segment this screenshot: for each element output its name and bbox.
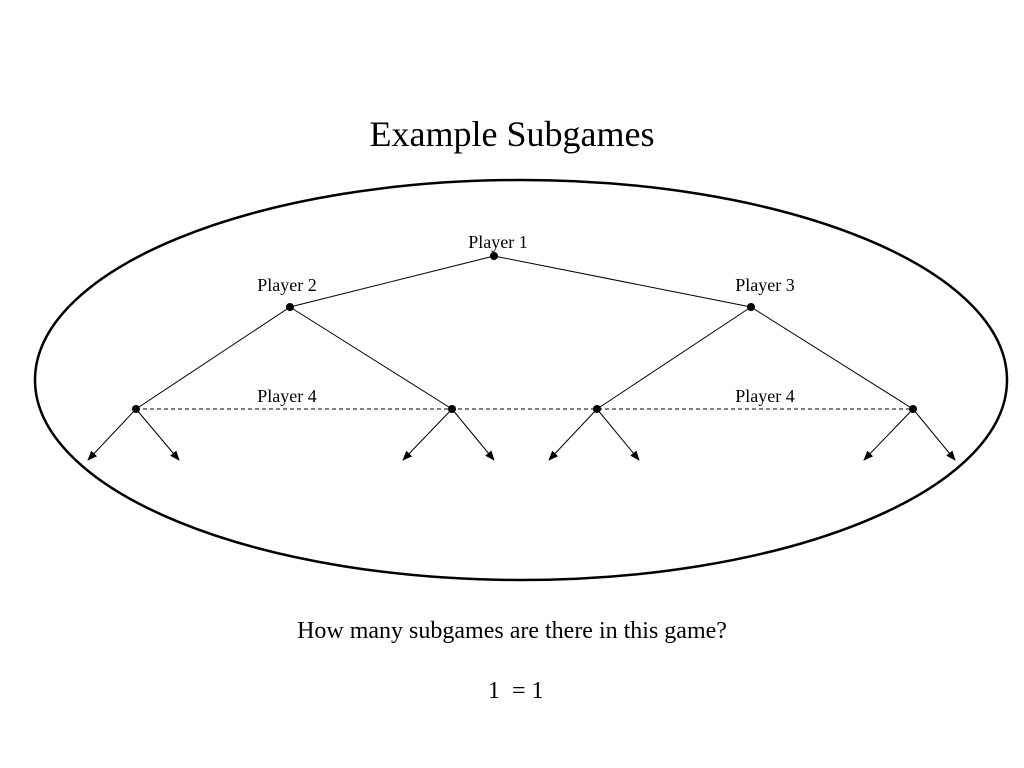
edge-p2-a [135, 306, 291, 410]
answer-spacer [500, 678, 512, 704]
arrow-a-left [87, 408, 137, 461]
node-player-4-b [448, 405, 456, 413]
label-player-3: Player 3 [735, 275, 794, 295]
question-text: How many subgames are there in this game… [297, 618, 727, 644]
node-player-3 [747, 303, 755, 311]
slide-title: Example Subgames [369, 114, 655, 154]
edge-p3-d [750, 306, 914, 410]
node-player-1 [490, 252, 498, 260]
node-player-4-a [132, 405, 140, 413]
label-player-2: Player 2 [257, 275, 316, 295]
arrow-c-right [596, 408, 640, 461]
node-player-2 [286, 303, 294, 311]
node-player-4-c [593, 405, 601, 413]
subgame-ellipse [33, 178, 1009, 582]
label-player-4-left: Player 4 [257, 386, 316, 406]
label-player-1: Player 1 [468, 232, 527, 252]
label-player-4-right: Player 4 [735, 386, 794, 406]
answer-line: 1 = 1 [488, 675, 544, 707]
terminal-arrows [87, 408, 956, 461]
edge-p1-p3 [493, 255, 752, 308]
arrow-b-left [402, 408, 453, 461]
arrow-d-right [912, 408, 956, 461]
node-player-4-d [909, 405, 917, 413]
arrow-c-left [548, 408, 598, 461]
answer-left-value: 1 [488, 678, 500, 704]
arrow-b-right [451, 408, 495, 461]
edge-p1-p2 [289, 255, 495, 308]
arrow-a-right [135, 408, 180, 461]
tree-edges [135, 255, 914, 410]
edge-p3-c [596, 306, 752, 410]
answer-right-value: = 1 [512, 678, 544, 704]
arrow-d-left [863, 408, 914, 461]
edge-p2-b [289, 306, 453, 410]
decision-nodes [132, 252, 917, 413]
